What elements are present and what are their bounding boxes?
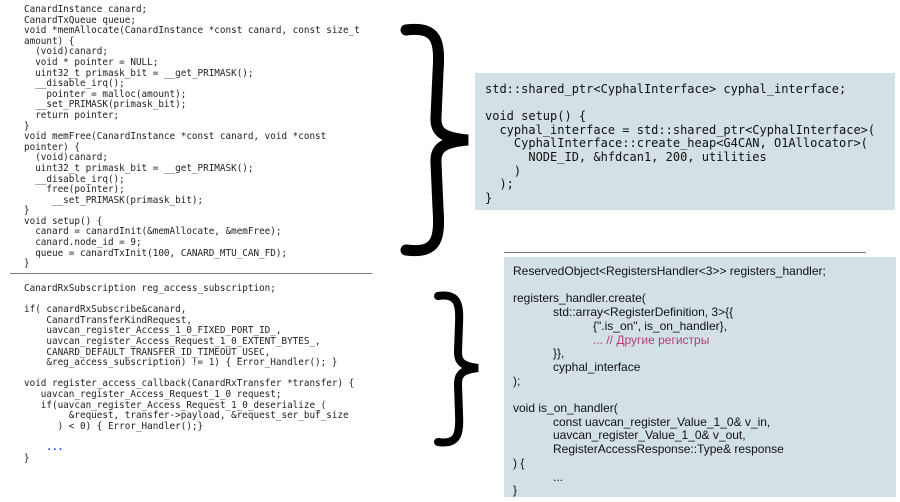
code-line: pointer = malloc(amount); xyxy=(24,88,187,100)
code-line: CanardRxSubscription reg_access_subscrip… xyxy=(24,283,276,294)
code-line: } xyxy=(24,120,30,132)
code-line: RegisterAccessResponse::Type& response xyxy=(513,442,784,457)
code-line: std::array<RegisterDefinition, 3>{{ xyxy=(513,305,734,320)
code-line: __set_PRIMASK(primask_bit); xyxy=(24,99,187,111)
code-line xyxy=(485,97,875,111)
libcanard-subscription-code: CanardRxSubscription reg_access_subscrip… xyxy=(24,283,355,464)
curly-brace-top xyxy=(400,23,469,257)
code-line: uint32_t primask_bit = __get_PRIMASK(); xyxy=(24,162,254,174)
code-line: void is_on_handler( xyxy=(513,401,618,416)
ellipsis: ... xyxy=(24,441,64,453)
code-line xyxy=(513,279,826,293)
code-line: void setup() { xyxy=(24,215,103,227)
code-line: ) xyxy=(485,163,522,178)
code-line: free(pointer); xyxy=(24,184,125,196)
code-line: uavcan_register_Access_Request_1_0 reque… xyxy=(24,388,282,400)
code-line: CanardTxQueue queue; xyxy=(24,14,136,26)
code-line: {".is_on", is_on_handler}, xyxy=(513,318,727,333)
registers-handler-code: ReservedObject<RegistersHandler<3>> regi… xyxy=(513,264,826,498)
code-line: }}, xyxy=(513,346,565,361)
code-line: canard.node_id = 9; xyxy=(24,237,142,249)
code-line: uint32_t primask_bit = __get_PRIMASK(); xyxy=(24,67,254,79)
code-line: if(uavcan_register_Access_Request_1_0_de… xyxy=(24,399,327,411)
code-line: void *memAllocate(CanardInstance *const … xyxy=(24,25,360,37)
code-line: ); xyxy=(485,177,514,192)
code-line: std::shared_ptr<CyphalInterface> cyphal_… xyxy=(485,82,847,96)
cyphal-interface-code: std::shared_ptr<CyphalInterface> cyphal_… xyxy=(485,82,876,205)
code-line xyxy=(24,432,354,443)
code-line: &reg_access_subscription) != 1) { Error_… xyxy=(24,357,338,369)
code-line: CyphalInterface::create_heap<G4CAN, O1Al… xyxy=(485,136,868,151)
code-line: CanardInstance canard; xyxy=(24,4,148,15)
code-line: if( canardRxSubscribe&canard, xyxy=(24,304,187,316)
code-line: uavcan_register_Access_1_0_FIXED_PORT_ID… xyxy=(24,325,282,337)
code-line: queue = canardTxInit(100, CANARD_MTU_CAN… xyxy=(24,247,288,259)
divider-right xyxy=(504,252,866,253)
code-line: NODE_ID, &hfdcan1, 200, utilities xyxy=(485,149,767,164)
code-line: } xyxy=(24,452,30,464)
code-line: ... xyxy=(513,469,564,484)
code-line: void setup() { xyxy=(485,109,587,124)
code-line: __disable_irq(); xyxy=(24,173,125,185)
curly-brace-bottom xyxy=(434,291,479,447)
code-line: const uavcan_register_Value_1_0& v_in, xyxy=(513,414,771,429)
code-line: amount) { xyxy=(24,35,75,47)
code-line: } xyxy=(485,190,493,205)
code-line: ReservedObject<RegistersHandler<3>> regi… xyxy=(513,264,826,278)
cyphal-interface-code-box: std::shared_ptr<CyphalInterface> cyphal_… xyxy=(475,73,895,210)
code-line: } xyxy=(24,258,30,270)
code-line: } xyxy=(24,205,30,217)
code-line: ) < 0) { Error_Handler();} xyxy=(24,420,204,432)
code-line: return pointer; xyxy=(24,109,120,121)
code-line: registers_handler.create( xyxy=(513,291,646,306)
code-line: CanardTransferKindRequest, xyxy=(24,314,192,326)
code-line: CANARD_DEFAULT_TRANSFER_ID_TIMEOUT_USEC, xyxy=(24,346,271,358)
code-line: void * pointer = NULL; xyxy=(24,56,159,68)
code-line: void memFree(CanardInstance *const canar… xyxy=(24,131,327,143)
code-line: canard = canardInit(&memAllocate, &memFr… xyxy=(24,226,282,238)
code-line: uavcan_register_Access_Request_1_0_EXTEN… xyxy=(24,335,321,347)
code-line: __set_PRIMASK(primask_bit); xyxy=(24,194,204,206)
code-line xyxy=(513,388,826,402)
code-line: cyphal_interface = std::shared_ptr<Cypha… xyxy=(485,122,876,137)
code-line: } xyxy=(513,483,518,498)
code-line: cyphal_interface xyxy=(513,359,641,374)
code-comment: ... // Другие регистры xyxy=(513,332,710,347)
code-line: ) { xyxy=(513,455,525,470)
code-line: (void)canard; xyxy=(24,46,108,58)
code-line: (void)canard; xyxy=(24,152,108,164)
code-line: ); xyxy=(513,373,521,388)
code-line: &request, transfer->payload, &request_se… xyxy=(24,410,349,422)
libcanard-setup-code: CanardInstance canard;CanardTxQueue queu… xyxy=(24,4,360,270)
code-line: void register_access_callback(CanardRxTr… xyxy=(24,378,355,390)
registers-handler-code-box: ReservedObject<RegistersHandler<3>> regi… xyxy=(504,257,896,497)
divider-left xyxy=(10,273,372,274)
code-line: __disable_irq(); xyxy=(24,78,125,90)
code-line: uavcan_register_Value_1_0& v_out, xyxy=(513,428,746,443)
code-line: pointer) { xyxy=(24,141,80,153)
